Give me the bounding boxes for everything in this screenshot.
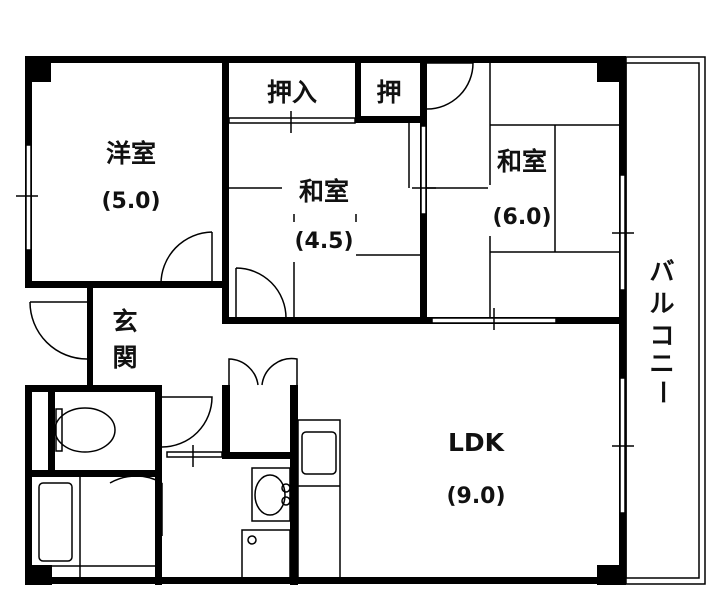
balcony-char-4: ニ [649,349,674,378]
japanese-room-2-size: (6.0) [492,205,551,230]
closet-1-label: 押入 [267,78,317,107]
ldk-label: LDK [448,428,506,457]
room-labels: 洋室 (5.0) 押入 押 和室 (4.5) 和室 (6.0) 玄 関 LDK … [101,78,677,509]
entrance-label-top: 玄 [112,307,137,336]
balcony-char-3: コ [649,321,674,350]
japanese-room-1-size: (4.5) [294,229,353,254]
japanese-room-1-label: 和室 [299,177,349,206]
ldk-size: (9.0) [446,484,505,509]
entrance-label-bottom: 関 [112,343,137,372]
fixtures-lines [16,56,706,585]
balcony-char-5: ー [648,379,677,404]
closet-2-label: 押 [376,78,401,107]
western-room-size: (5.0) [101,189,160,214]
western-room-label: 洋室 [106,139,156,168]
balcony-char-1: バ [649,257,674,286]
balcony-char-2: ル [649,289,674,318]
japanese-room-2-label: 和室 [497,147,547,176]
